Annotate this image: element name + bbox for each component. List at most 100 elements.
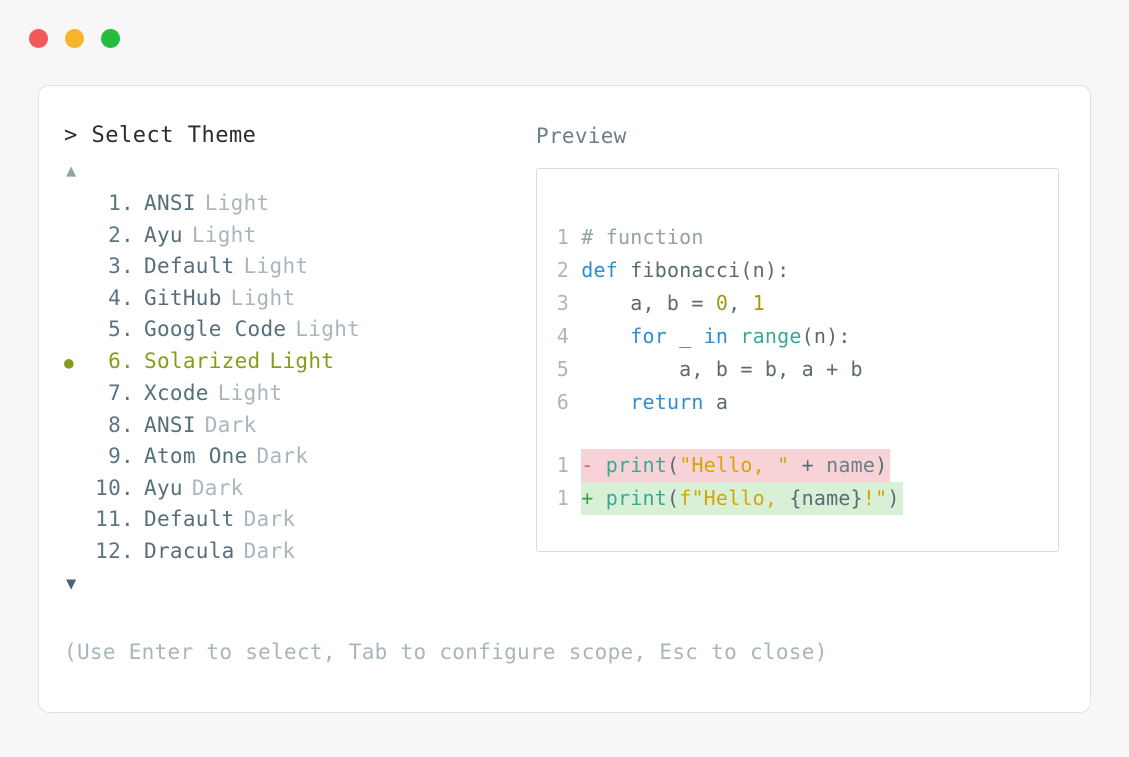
theme-item-number: 8. bbox=[108, 412, 134, 437]
theme-item-number: 5. bbox=[108, 317, 134, 341]
theme-item-number: 7. bbox=[108, 381, 134, 405]
line-number: 1 bbox=[556, 453, 569, 477]
preview-label: Preview bbox=[536, 124, 627, 148]
theme-item-name: Google Code bbox=[144, 317, 287, 341]
theme-list-item[interactable]: 9. Atom One Dark bbox=[64, 441, 534, 473]
theme-item-name: ANSI bbox=[144, 191, 196, 215]
theme-item-variant: Light bbox=[243, 254, 309, 278]
code-token bbox=[581, 324, 630, 348]
code-token: f"Hello, bbox=[679, 486, 790, 510]
theme-item-variant: Dark bbox=[243, 507, 296, 531]
line-number: 3 bbox=[556, 291, 569, 315]
code-line: 5 a, b = b, a + b bbox=[555, 353, 1058, 386]
code-token: fibonacci(n): bbox=[617, 258, 790, 282]
theme-list-item[interactable]: 3. Default Light bbox=[64, 251, 534, 283]
code-line: 4 for _ in range(n): bbox=[555, 320, 1058, 353]
diff-block: 1 - print("Hello, " + name)1 + print(f"H… bbox=[555, 449, 1058, 515]
code-token: _ bbox=[666, 324, 704, 348]
theme-item-name: Ayu bbox=[144, 475, 183, 500]
code-token: for bbox=[630, 324, 667, 348]
theme-list-item[interactable]: 7. Xcode Light bbox=[64, 378, 534, 410]
diff-line-del: 1 - print("Hello, " + name) bbox=[555, 449, 1058, 482]
theme-item-name: Atom One bbox=[144, 444, 248, 468]
line-number: 4 bbox=[556, 324, 569, 348]
code-token: (n): bbox=[801, 324, 851, 348]
theme-item-name: Default bbox=[144, 507, 235, 531]
scroll-down-icon[interactable]: ▼ bbox=[66, 574, 77, 594]
theme-item-number: 3. bbox=[108, 254, 134, 278]
keyboard-hint: (Use Enter to select, Tab to configure s… bbox=[64, 640, 828, 664]
theme-item-name: ANSI bbox=[144, 412, 196, 437]
theme-item-name: Ayu bbox=[144, 222, 183, 247]
code-line: 6 return a bbox=[555, 386, 1058, 419]
code-token: ! bbox=[862, 486, 876, 510]
theme-item-number: 4. bbox=[108, 285, 134, 310]
theme-list-item[interactable]: 2. Ayu Light bbox=[64, 220, 534, 252]
theme-item-name: Default bbox=[144, 254, 235, 278]
theme-item-name: GitHub bbox=[144, 285, 222, 310]
code-line: 2 def fibonacci(n): bbox=[555, 254, 1058, 287]
theme-list-item[interactable]: 5. Google Code Light bbox=[64, 314, 534, 346]
theme-item-variant: Light bbox=[230, 285, 296, 310]
code-token: " bbox=[875, 486, 888, 510]
code-token bbox=[581, 390, 630, 414]
theme-item-variant: Light bbox=[295, 317, 361, 341]
maximize-icon[interactable] bbox=[101, 29, 120, 48]
code-token: {name} bbox=[789, 486, 863, 510]
code-token: print bbox=[605, 453, 667, 477]
line-number: 5 bbox=[556, 357, 569, 381]
line-number: 2 bbox=[556, 258, 569, 282]
theme-item-variant: Dark bbox=[256, 444, 309, 468]
code-token: ( bbox=[666, 453, 680, 477]
code-token: return bbox=[630, 390, 704, 414]
theme-item-number: 2. bbox=[108, 222, 134, 247]
theme-list-item[interactable]: 4. GitHub Light bbox=[64, 283, 534, 315]
diff-line-add: 1 + print(f"Hello, {name}!") bbox=[555, 482, 1058, 515]
diff-marker: + bbox=[581, 486, 606, 510]
theme-list-item[interactable]: 10. Ayu Dark bbox=[64, 473, 534, 505]
diff-highlight: + print(f"Hello, {name}!") bbox=[581, 482, 903, 515]
code-token: , bbox=[728, 291, 753, 315]
theme-item-number: 1. bbox=[108, 191, 134, 215]
theme-item-name: Xcode bbox=[144, 381, 209, 405]
diff-marker: - bbox=[581, 453, 606, 477]
theme-item-variant: Dark bbox=[204, 412, 257, 437]
theme-item-number: 12. bbox=[95, 538, 134, 563]
theme-item-number: 11. bbox=[95, 507, 134, 531]
close-icon[interactable] bbox=[29, 29, 48, 48]
code-token: "Hello, " bbox=[679, 453, 790, 477]
theme-item-variant: Light bbox=[269, 348, 335, 373]
theme-item-variant: Light bbox=[217, 381, 283, 405]
theme-item-name: Solarized bbox=[144, 348, 261, 373]
minimize-icon[interactable] bbox=[65, 29, 84, 48]
theme-item-number: 9. bbox=[108, 444, 134, 468]
window-traffic-lights bbox=[29, 29, 120, 48]
theme-item-variant: Light bbox=[204, 191, 270, 215]
code-token bbox=[728, 324, 740, 348]
scroll-up-icon[interactable]: ▲ bbox=[66, 161, 77, 181]
line-number: 1 bbox=[556, 225, 569, 249]
theme-item-name: Dracula bbox=[144, 538, 235, 563]
theme-list-item[interactable]: ● 6. Solarized Light bbox=[64, 346, 534, 379]
code-token: + bbox=[789, 453, 827, 477]
theme-item-variant: Light bbox=[191, 222, 257, 247]
code-token: 1 bbox=[752, 291, 765, 315]
theme-list-item[interactable]: 1. ANSI Light bbox=[64, 188, 534, 220]
theme-list-item[interactable]: 8. ANSI Dark bbox=[64, 410, 534, 442]
theme-list-item[interactable]: 11. Default Dark bbox=[64, 504, 534, 536]
theme-item-number: 10. bbox=[95, 475, 134, 500]
code-line: 1 # function bbox=[555, 221, 1058, 254]
theme-item-number: 6. bbox=[108, 348, 134, 373]
code-token: a bbox=[703, 390, 729, 414]
code-token: 0 bbox=[715, 291, 729, 315]
selected-bullet-icon: ● bbox=[64, 352, 74, 372]
theme-item-variant: Dark bbox=[191, 475, 244, 500]
code-token: in bbox=[703, 324, 729, 348]
code-token: def bbox=[581, 258, 618, 282]
